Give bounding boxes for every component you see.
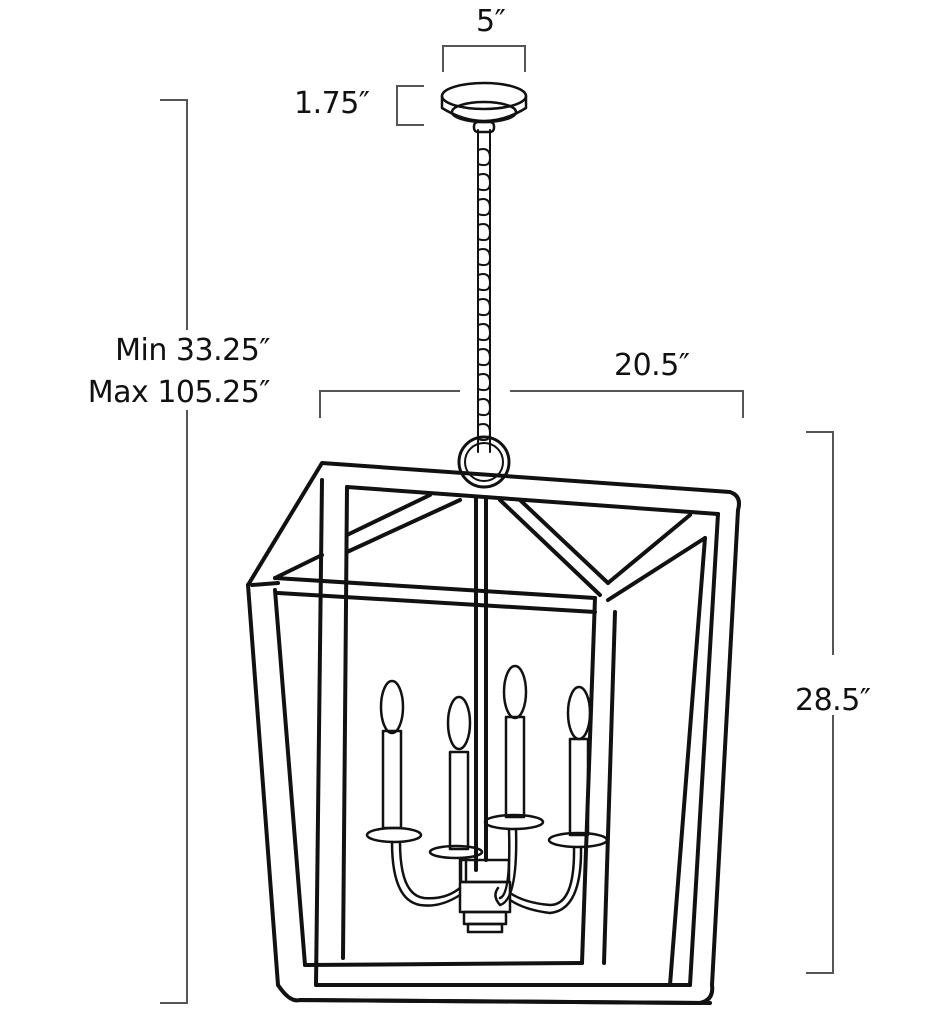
fixture-height-bracket-bottom <box>806 715 834 974</box>
lantern-frame <box>246 461 741 1005</box>
fixture-height-bracket-top <box>806 431 834 655</box>
candelabra <box>365 664 609 934</box>
overall-height-max: Max 105.25″ <box>87 375 271 410</box>
canopy-height-bracket <box>396 85 424 126</box>
canopy-width-bracket <box>442 45 526 72</box>
canopy-width-label: 5″ <box>476 4 506 39</box>
dimension-lines <box>160 45 834 1004</box>
fixture-width-label: 20.5″ <box>614 348 690 383</box>
canopy-height-label: 1.75″ <box>294 86 370 121</box>
fixture-height-label: 28.5″ <box>795 683 871 718</box>
chain <box>457 129 511 489</box>
canopy <box>440 81 528 134</box>
overall-height-min: Min 33.25″ <box>115 333 270 368</box>
fixture-width-bracket-left <box>319 390 460 418</box>
overall-height-bracket-top <box>160 99 188 330</box>
overall-height-label: Min 33.25″ Max 105.25″ <box>52 330 271 414</box>
overall-height-bracket-bottom <box>160 410 188 1004</box>
fixture-width-bracket-right <box>510 390 744 418</box>
